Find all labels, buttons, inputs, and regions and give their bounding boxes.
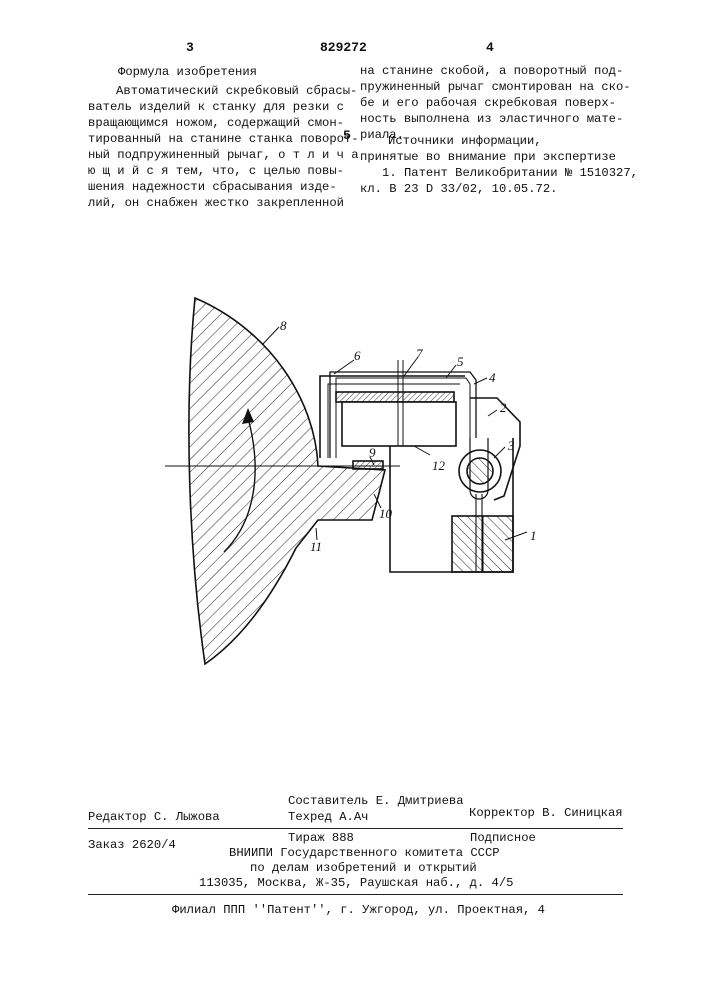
pivot-inner xyxy=(467,458,493,484)
drawing-label-3: 3 xyxy=(507,438,515,453)
drawing-label-4: 4 xyxy=(489,370,496,385)
drawing-label-8: 8 xyxy=(280,318,287,333)
drawing-label-1: 1 xyxy=(530,528,537,543)
lever-part xyxy=(342,402,456,446)
editor-credit: Редактор С. Лыжова xyxy=(88,810,220,826)
organization-name: ВНИИПИ Государственного комитета СССР xyxy=(229,846,500,862)
subscription: Подписное xyxy=(470,831,536,847)
techred-credit: Техред А.Ач xyxy=(288,810,368,826)
drawing-label-6: 6 xyxy=(354,348,361,363)
compiler-credit: Составитель Е. Дмитриева xyxy=(288,794,464,810)
drawing-label-12: 12 xyxy=(432,458,446,473)
elastic-pad-part xyxy=(336,392,454,402)
drawing-label-7: 7 xyxy=(416,346,423,361)
drawing-label-5: 5 xyxy=(457,354,464,369)
leader-line xyxy=(494,447,505,458)
drawing-label-9: 9 xyxy=(369,445,376,460)
divider-line xyxy=(88,828,623,829)
drawing-label-11: 11 xyxy=(310,539,322,554)
organization-dept: по делам изобретений и открытий xyxy=(250,861,477,877)
drawing-label-2: 2 xyxy=(500,400,507,415)
corrector-credit: Корректор В. Синицкая xyxy=(469,806,623,822)
leader-line xyxy=(414,446,430,455)
drawing-label-10: 10 xyxy=(379,506,393,521)
branch-address: Филиал ППП ''Патент'', г. Ужгород, ул. П… xyxy=(172,903,545,919)
order-number: Заказ 2620/4 xyxy=(88,838,176,854)
leader-line xyxy=(488,410,497,416)
plate-part xyxy=(353,461,383,469)
circulation: Тираж 888 xyxy=(288,831,354,847)
leader-line xyxy=(262,327,279,345)
divider-line xyxy=(88,894,623,895)
organization-address: 113035, Москва, Ж-35, Раушская наб., д. … xyxy=(199,876,514,892)
